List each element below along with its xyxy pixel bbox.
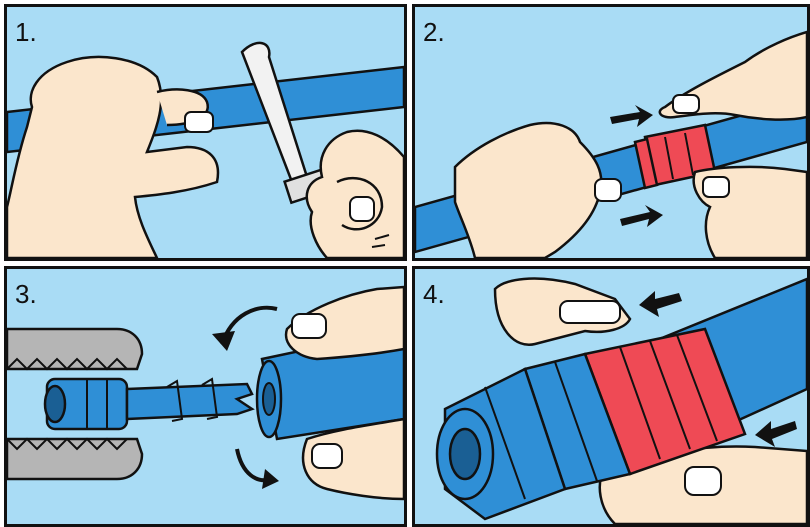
step-2-panel: 2. xyxy=(412,4,810,261)
tighten-arrow-icon xyxy=(755,421,797,447)
push-arrow-icon xyxy=(620,205,663,227)
left-hand xyxy=(455,123,601,258)
step-number: 4. xyxy=(423,279,445,310)
hose-nipple xyxy=(127,384,252,419)
push-arrow-icon xyxy=(610,105,653,127)
left-hand xyxy=(7,57,218,258)
step-number: 1. xyxy=(15,17,37,48)
step-number: 2. xyxy=(423,17,445,48)
step-1-panel: 1. xyxy=(4,4,407,261)
step-4-panel: 4. xyxy=(412,266,810,527)
tighten-arrow-icon xyxy=(639,291,682,317)
cut-hose-illustration xyxy=(7,7,404,258)
step-number: 3. xyxy=(15,279,37,310)
slide-nut-illustration xyxy=(415,7,807,258)
step-3-panel: 3. xyxy=(4,266,407,527)
tighten-fitting-illustration xyxy=(415,269,807,524)
insert-nipple-illustration xyxy=(7,269,404,524)
